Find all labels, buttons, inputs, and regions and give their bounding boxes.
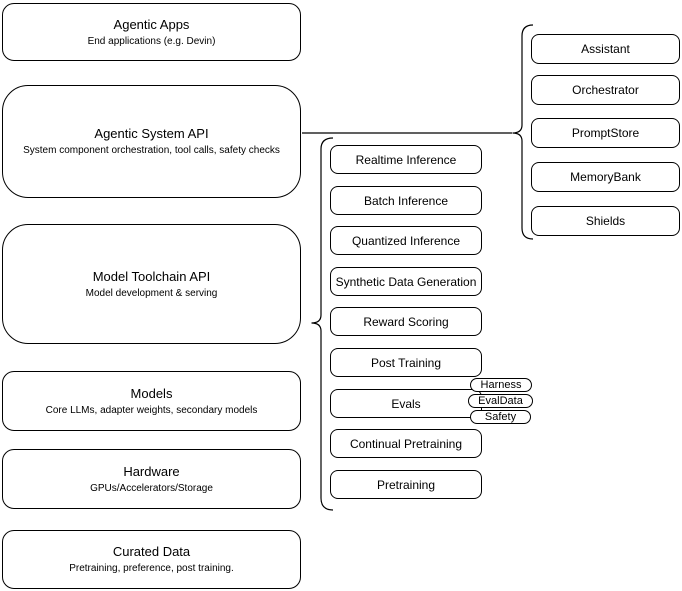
toolchain-item-batch-inference: Batch Inference [330, 186, 482, 215]
toolchain-item-pretraining: Pretraining [330, 470, 482, 499]
box-title: Models [130, 385, 173, 401]
box-subtitle: GPUs/Accelerators/Storage [90, 482, 213, 494]
box-subtitle: System component orchestration, tool cal… [23, 145, 280, 156]
component-shields: Shields [531, 206, 680, 236]
toolchain-item-continual-pretraining: Continual Pretraining [330, 429, 482, 458]
box-model-toolchain-api: Model Toolchain API Model development & … [2, 224, 301, 344]
component-assistant: Assistant [531, 34, 680, 64]
box-hardware: Hardware GPUs/Accelerators/Storage [2, 449, 301, 509]
box-subtitle: Model development & serving [85, 287, 218, 299]
component-promptstore: PromptStore [531, 118, 680, 148]
box-agentic-system-api: Agentic System API System component orch… [2, 85, 301, 198]
box-title: Curated Data [112, 544, 191, 559]
toolchain-item-quantized-inference: Quantized Inference [330, 226, 482, 255]
box-title: Agentic System API [94, 126, 209, 141]
components-brace [512, 24, 534, 240]
evals-tag-harness: Harness [470, 378, 532, 392]
box-subtitle: End applications (e.g. Devin) [87, 35, 216, 47]
component-orchestrator: Orchestrator [531, 75, 680, 105]
box-curated-data: Curated Data Pretraining, preference, po… [2, 530, 301, 589]
box-title: Model Toolchain API [92, 268, 211, 284]
toolchain-item-realtime-inference: Realtime Inference [330, 145, 482, 174]
box-subtitle: Pretraining, preference, post training. [69, 563, 234, 574]
evals-tag-safety: Safety [470, 410, 531, 424]
box-title: Hardware [123, 463, 180, 479]
toolchain-item-synthetic-data-generation: Synthetic Data Generation [330, 267, 482, 296]
box-subtitle: Core LLMs, adapter weights, secondary mo… [45, 404, 258, 416]
box-agentic-apps: Agentic Apps End applications (e.g. Devi… [2, 3, 301, 61]
evals-tag-evaldata: EvalData [468, 394, 533, 408]
toolchain-item-reward-scoring: Reward Scoring [330, 307, 482, 336]
box-models: Models Core LLMs, adapter weights, secon… [2, 371, 301, 431]
toolchain-item-evals: Evals [330, 389, 482, 418]
box-title: Agentic Apps [113, 16, 190, 32]
toolchain-item-post-training: Post Training [330, 348, 482, 377]
component-memorybank: MemoryBank [531, 162, 680, 192]
